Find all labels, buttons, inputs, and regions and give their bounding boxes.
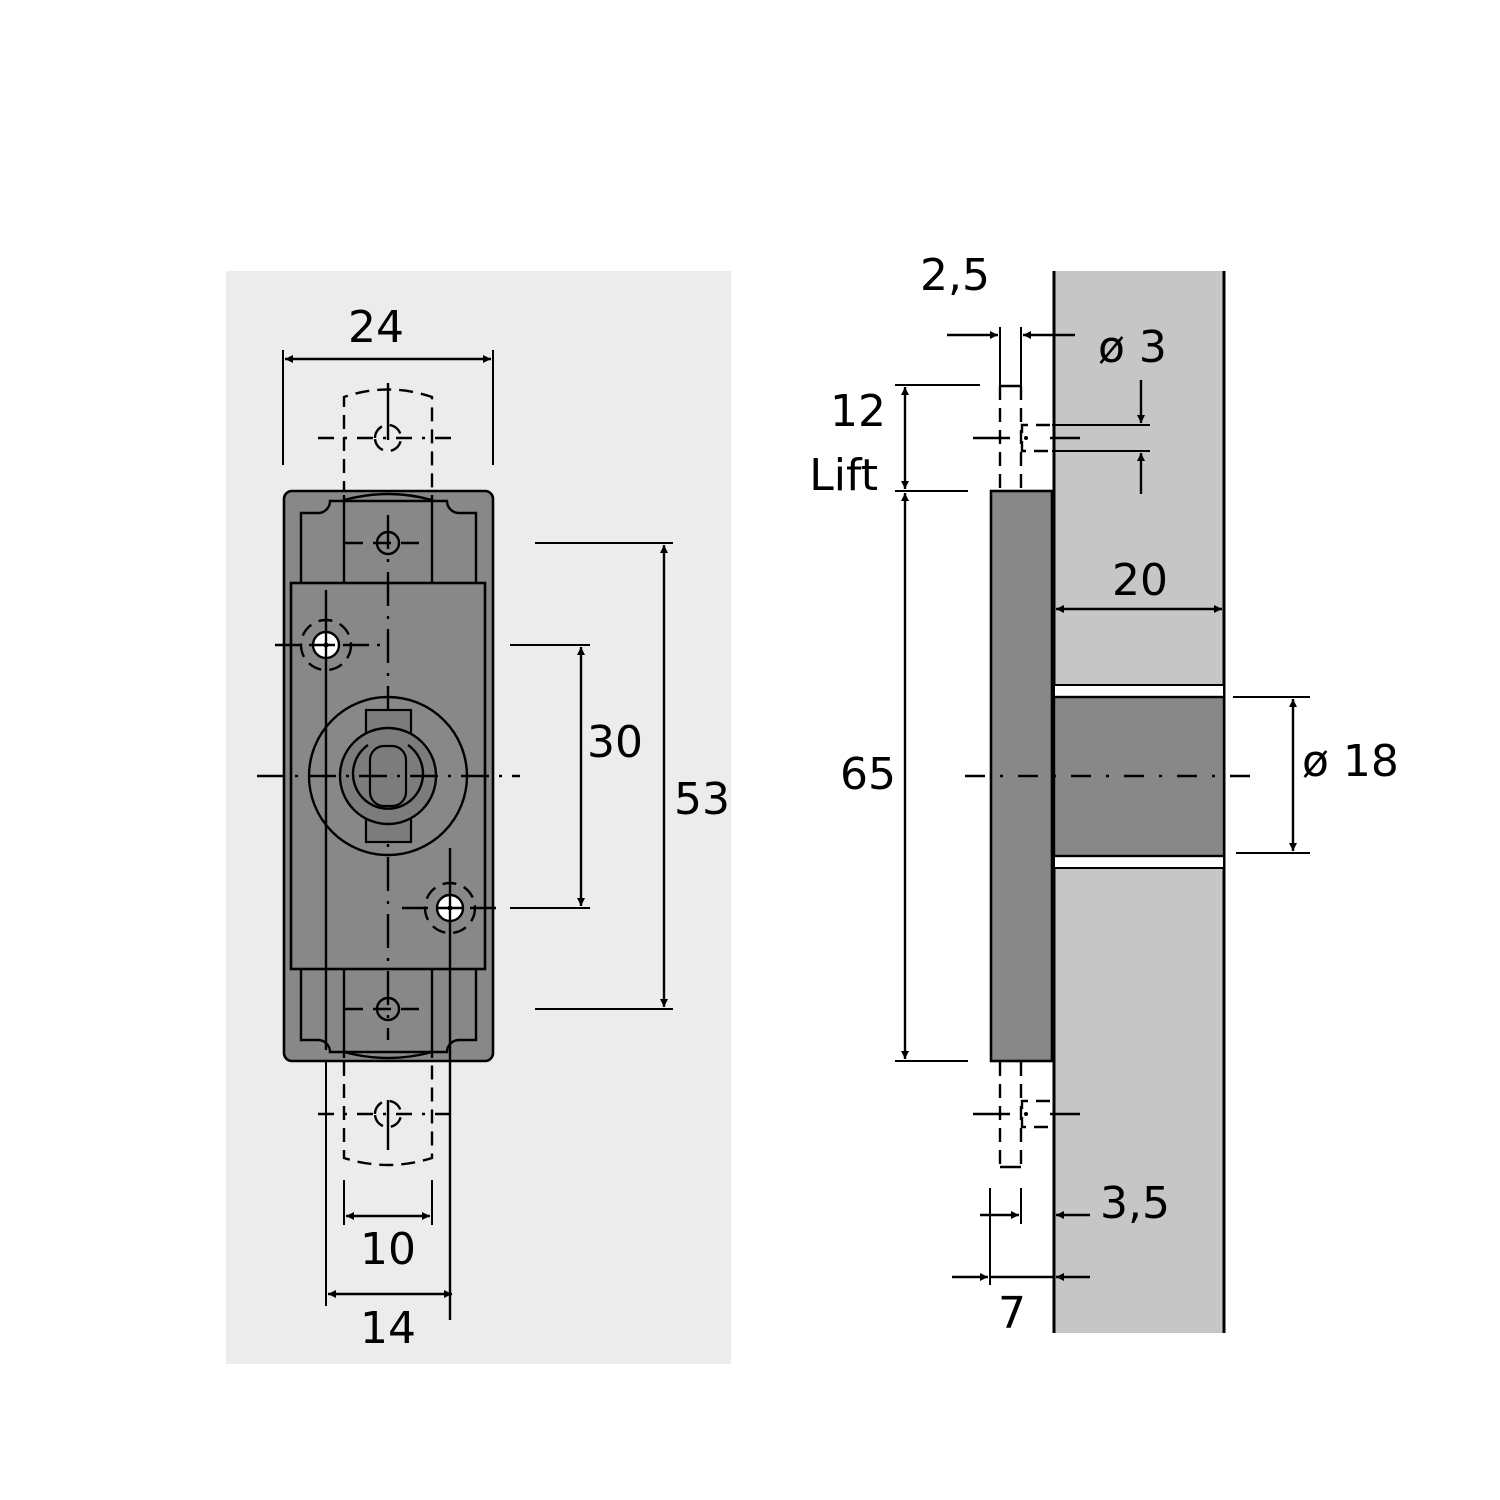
dimension-bolt-thickness: 2,5 <box>920 250 1075 386</box>
mounting-hole-bottom <box>402 848 500 1320</box>
dimension-label-bolt-thickness: 2,5 <box>920 250 990 301</box>
dimension-hole-spacing-30: 30 <box>510 644 643 909</box>
dimension-height-53: 53 <box>535 542 730 1010</box>
bolt-upper-side <box>973 384 1080 491</box>
dimension-label-hole-spacing: 30 <box>587 717 643 768</box>
dimension-label-pin-diameter: ø 3 <box>1098 322 1167 373</box>
dimension-label-body-height: 65 <box>840 749 896 800</box>
lock-body <box>257 489 520 1320</box>
mounting-hole-top <box>275 590 380 1050</box>
dimension-label-lift-value: 12 <box>830 386 886 437</box>
dimension-label-cylinder-diameter: ø 18 <box>1302 736 1399 787</box>
dimension-bolt-inner-10: 10 <box>343 1180 433 1275</box>
bolt-lower-side <box>973 1062 1080 1169</box>
dimension-width-24: 24 <box>282 302 494 465</box>
dimension-label-body-depth: 7 <box>998 1288 1026 1339</box>
dimension-bolt-offset: 3,5 <box>980 1178 1170 1285</box>
dimension-label-overall-height: 53 <box>674 774 730 825</box>
dimension-body-depth: 7 <box>952 1273 1090 1339</box>
bolt-lower-extended <box>318 1062 460 1167</box>
dimension-lift: 12 Lift <box>809 384 980 501</box>
dimension-label-lift: Lift <box>809 450 878 501</box>
dimension-pin-diameter: ø 3 <box>1052 322 1167 494</box>
dimension-body-height: 65 <box>840 493 968 1062</box>
bolt-upper-extended <box>318 383 456 495</box>
dimension-cylinder-depth: 20 <box>1056 555 1222 613</box>
front-view: 24 <box>226 271 731 1364</box>
lock-cylinder <box>257 695 520 857</box>
dimension-label-width: 24 <box>348 302 404 353</box>
dimension-cylinder-diameter: ø 18 <box>1233 696 1399 854</box>
dimension-label-bolt-inner: 10 <box>360 1224 416 1275</box>
dimension-label-bolt-outer: 14 <box>360 1303 416 1354</box>
dimension-label-bolt-offset: 3,5 <box>1100 1178 1170 1229</box>
dimension-bolt-outer-14: 14 <box>325 1060 452 1354</box>
dimension-label-cylinder-depth: 20 <box>1112 555 1168 606</box>
side-view: 2,5 ø 3 12 Lift 65 20 <box>809 250 1399 1339</box>
